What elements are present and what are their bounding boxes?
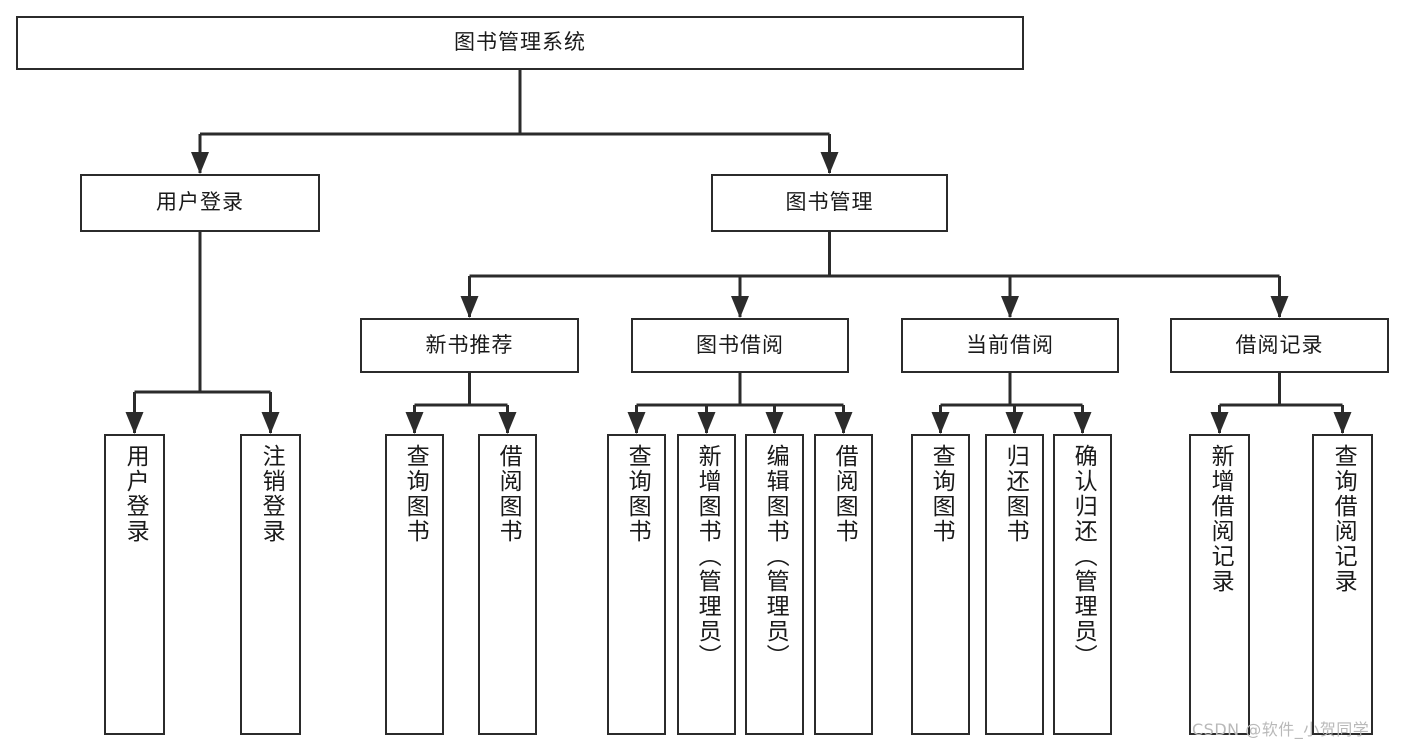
node-records[interactable]: 借阅记录 — [1170, 318, 1389, 373]
node-f-q2[interactable]: 查询图书 — [607, 434, 666, 735]
node-label: 查询图书 — [928, 444, 955, 544]
node-borrow[interactable]: 图书借阅 — [631, 318, 849, 373]
edge-arrowhead — [1073, 412, 1092, 434]
node-label: 注销登录 — [258, 444, 285, 544]
node-f-login[interactable]: 用户登录 — [104, 434, 165, 735]
node-f-q3[interactable]: 查询图书 — [911, 434, 970, 735]
node-label: 新增借阅记录 — [1207, 444, 1234, 594]
node-f-b2[interactable]: 借阅图书 — [814, 434, 873, 735]
node-label: 当前借阅 — [966, 332, 1054, 357]
edge-arrowhead — [460, 296, 479, 318]
edge-arrowhead — [834, 412, 853, 434]
edge-arrowhead — [1005, 412, 1024, 434]
edge-arrowhead — [125, 412, 144, 434]
node-label: 用户登录 — [156, 190, 244, 215]
node-label: 查询图书 — [402, 444, 429, 544]
edge-arrowhead — [931, 412, 950, 434]
edge-arrowhead — [498, 412, 517, 434]
edge-arrowhead — [405, 412, 424, 434]
node-label: 图书管理 — [785, 190, 874, 215]
edge-arrowhead — [627, 412, 646, 434]
edge-arrowhead — [765, 412, 784, 434]
node-root[interactable]: 图书管理系统 — [16, 16, 1024, 70]
edge-arrowhead — [1270, 296, 1289, 318]
node-label: 借阅记录 — [1235, 332, 1324, 357]
node-f-qrec[interactable]: 查询借阅记录 — [1312, 434, 1373, 735]
edge-arrowhead — [697, 412, 716, 434]
edge-arrowhead — [261, 412, 280, 434]
node-f-return[interactable]: 归还图书 — [985, 434, 1044, 735]
edge-arrowhead — [191, 152, 209, 174]
node-f-b1[interactable]: 借阅图书 — [478, 434, 537, 735]
node-newbook[interactable]: 新书推荐 — [360, 318, 579, 373]
edge-arrowhead — [1210, 412, 1229, 434]
node-f-q1[interactable]: 查询图书 — [385, 434, 444, 735]
node-label: 新书推荐 — [425, 332, 514, 357]
node-label: 借阅图书 — [495, 444, 522, 544]
node-f-addrec[interactable]: 新增借阅记录 — [1189, 434, 1250, 735]
node-label: 图书借阅 — [696, 332, 784, 357]
node-label: 归还图书 — [1002, 444, 1029, 544]
node-label: 用户登录 — [122, 444, 149, 544]
edge-arrowhead — [731, 296, 749, 318]
node-f-edit[interactable]: 编辑图书（管理员） — [745, 434, 804, 735]
node-label: 确认归还（管理员） — [1070, 444, 1097, 669]
node-f-add[interactable]: 新增图书（管理员） — [677, 434, 736, 735]
node-bookmgmt[interactable]: 图书管理 — [711, 174, 948, 232]
edge-arrowhead — [1001, 296, 1019, 318]
node-current[interactable]: 当前借阅 — [901, 318, 1119, 373]
node-label: 编辑图书（管理员） — [762, 444, 789, 669]
node-label: 借阅图书 — [831, 444, 858, 544]
node-label: 查询图书 — [624, 444, 651, 544]
edge-arrowhead — [1333, 412, 1352, 434]
node-label: 新增图书（管理员） — [694, 444, 721, 669]
node-login[interactable]: 用户登录 — [80, 174, 320, 232]
edge-arrowhead — [820, 152, 839, 174]
csdn-watermark: CSDN @软件_小贺同学 — [1192, 720, 1370, 739]
node-f-logout[interactable]: 注销登录 — [240, 434, 301, 735]
node-label: 图书管理系统 — [454, 30, 586, 55]
node-label: 查询借阅记录 — [1330, 444, 1357, 594]
node-f-confirm[interactable]: 确认归还（管理员） — [1053, 434, 1112, 735]
